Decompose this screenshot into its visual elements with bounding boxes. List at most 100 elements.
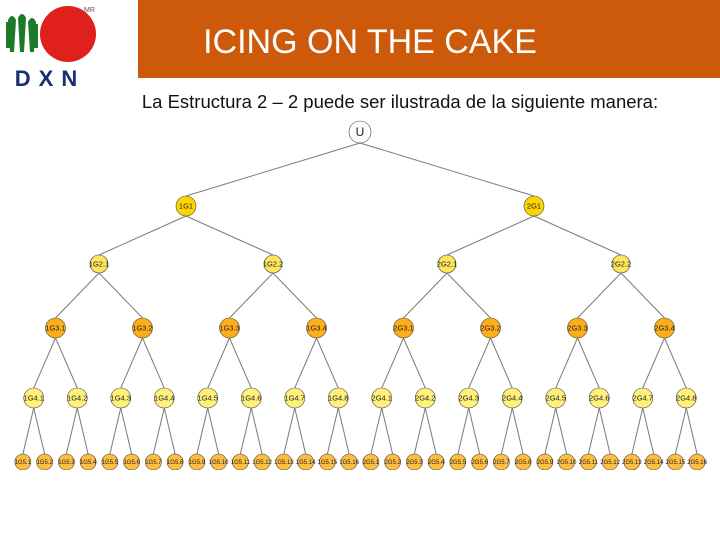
node-circle bbox=[654, 317, 675, 339]
node-label: 1G5.1 bbox=[15, 460, 32, 466]
tree-edge bbox=[413, 407, 426, 455]
node-label: 2G5.16 bbox=[687, 460, 707, 466]
tree-node: 2G3.4 bbox=[654, 317, 675, 339]
tree-node: 1G4.4 bbox=[153, 387, 175, 409]
node-label: 1G4.1 bbox=[24, 394, 44, 403]
node-circle bbox=[393, 317, 414, 339]
node-circle bbox=[284, 387, 306, 409]
tree-node: 1G5.15 bbox=[318, 453, 338, 470]
node-label: 1G3.1 bbox=[45, 324, 65, 333]
tree-node: 1G5.3 bbox=[58, 453, 75, 470]
tree-node: 2G4.1 bbox=[371, 387, 393, 409]
tree-node: 1G4.7 bbox=[284, 387, 306, 409]
tree-node: 2G5.5 bbox=[449, 453, 467, 470]
tree-edge bbox=[370, 407, 383, 455]
node-label: 1G4.5 bbox=[198, 394, 218, 403]
node-label: 2G3.1 bbox=[393, 324, 413, 333]
node-label: 1G5.11 bbox=[231, 460, 251, 466]
tree-edge bbox=[555, 407, 568, 455]
tree-node: 1G4.1 bbox=[23, 387, 45, 409]
tree-edge bbox=[65, 407, 78, 455]
node-circle bbox=[327, 387, 349, 409]
tree-node: 1G3.2 bbox=[132, 317, 153, 339]
node-label: 2G4.6 bbox=[589, 394, 609, 403]
tree-node: 2G4.8 bbox=[675, 387, 697, 409]
tree-edge bbox=[196, 407, 209, 455]
tree-node: 2G5.11 bbox=[579, 453, 599, 470]
tree-edge bbox=[685, 407, 698, 455]
tree-node: 2G5.12 bbox=[600, 453, 621, 470]
node-label: 1G4.2 bbox=[67, 394, 87, 403]
node-circle bbox=[188, 453, 206, 470]
node-circle bbox=[175, 195, 197, 217]
node-label: 1G3.4 bbox=[306, 324, 326, 333]
tree-edge bbox=[664, 337, 687, 389]
tree-edge bbox=[468, 337, 491, 389]
tree-edge bbox=[577, 272, 622, 319]
tree-node: 1G5.16 bbox=[339, 453, 360, 470]
tree-edge bbox=[185, 142, 361, 197]
tree-edge bbox=[283, 407, 296, 455]
node-label: 2G1 bbox=[527, 202, 541, 211]
tree-node: 2G5.7 bbox=[493, 453, 510, 470]
tree-edge bbox=[98, 272, 143, 319]
tree-node: 2G2.2 bbox=[611, 254, 631, 274]
node-label: 2G5.13 bbox=[622, 460, 642, 466]
node-label: 2G5.1 bbox=[363, 460, 380, 466]
node-circle bbox=[514, 453, 532, 470]
node-circle bbox=[480, 317, 501, 339]
node-circle bbox=[437, 254, 457, 274]
tree-node: 1G4.3 bbox=[110, 387, 132, 409]
tree-node: 2G3.1 bbox=[393, 317, 414, 339]
node-circle bbox=[675, 387, 697, 409]
tree-node: 1G4.6 bbox=[240, 387, 262, 409]
tree-node: 1G5.7 bbox=[145, 453, 162, 470]
tree-edge bbox=[544, 407, 557, 455]
tree-node: 2G4.2 bbox=[414, 387, 436, 409]
node-circle bbox=[362, 453, 380, 470]
node-label: 2G5.3 bbox=[406, 460, 423, 466]
node-label: 1G5.14 bbox=[296, 460, 316, 466]
node-circle bbox=[240, 387, 262, 409]
node-label: 1G4.4 bbox=[154, 394, 174, 403]
node-circle bbox=[132, 317, 153, 339]
tree-edge bbox=[22, 407, 35, 455]
tree-edge bbox=[511, 407, 524, 455]
node-label: 2G4.8 bbox=[676, 394, 696, 403]
node-label: 1G1 bbox=[179, 202, 193, 211]
tree-node: 2G5.3 bbox=[406, 453, 423, 470]
node-circle bbox=[340, 453, 358, 470]
tree-edge bbox=[555, 337, 578, 389]
node-label: 2G3.4 bbox=[654, 324, 674, 333]
tree-node: 2G3.3 bbox=[567, 317, 588, 339]
tree-edge bbox=[250, 407, 263, 455]
node-label: 2G5.8 bbox=[515, 460, 532, 466]
node-circle bbox=[545, 387, 567, 409]
node-circle bbox=[667, 453, 684, 470]
node-circle bbox=[89, 254, 109, 274]
node-circle bbox=[458, 387, 480, 409]
node-circle bbox=[66, 387, 88, 409]
node-circle bbox=[297, 453, 314, 470]
tree-edge bbox=[142, 337, 165, 389]
tree-node: 1G5.5 bbox=[101, 453, 119, 470]
node-circle bbox=[23, 387, 45, 409]
node-label: 1G5.15 bbox=[318, 460, 338, 466]
node-circle bbox=[253, 453, 271, 470]
tree-edge bbox=[500, 407, 513, 455]
tree-node: 2G4.6 bbox=[588, 387, 610, 409]
tree-edge bbox=[316, 337, 339, 389]
node-label: 2G5.11 bbox=[579, 460, 599, 466]
tree-edge bbox=[185, 215, 274, 256]
node-label: 1G3.2 bbox=[132, 324, 152, 333]
node-label: 1G4.8 bbox=[328, 394, 348, 403]
tree-edge bbox=[642, 337, 665, 389]
node-label: 2G5.4 bbox=[428, 460, 445, 466]
node-circle bbox=[406, 453, 423, 470]
tree-edge bbox=[424, 407, 437, 455]
node-label: 1G5.16 bbox=[339, 460, 359, 466]
tree-node: 2G4.7 bbox=[632, 387, 654, 409]
tree-edge bbox=[120, 407, 133, 455]
banner-gap bbox=[100, 0, 138, 78]
node-label: 2G5.9 bbox=[537, 460, 554, 466]
